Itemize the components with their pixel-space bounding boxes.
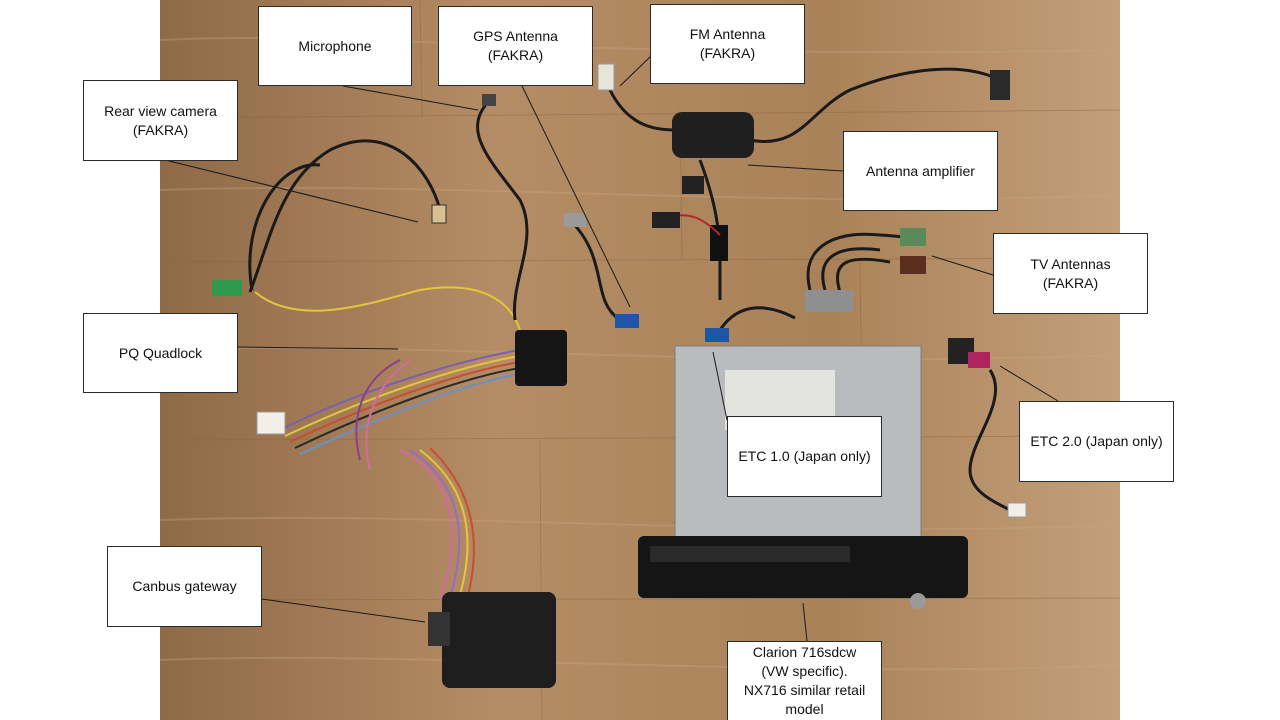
fm-plug	[990, 70, 1010, 100]
label-head-unit: Clarion 716sdcw (VW specific). NX716 sim…	[727, 641, 882, 720]
etc2-magenta-connector	[968, 352, 990, 368]
label-antenna-amplifier-text: Antenna amplifier	[866, 162, 975, 179]
rear-camera-connector	[431, 204, 447, 224]
label-rear-camera-text: Rear view camera (FAKRA)	[104, 102, 217, 138]
quadlock-wires	[279, 349, 521, 471]
microphone-plug	[482, 94, 496, 106]
tv-brown-connector	[900, 256, 926, 274]
canbus-gateway-box	[442, 592, 556, 688]
label-rear-camera: Rear view camera (FAKRA)	[83, 80, 238, 161]
gps-connector	[564, 213, 586, 227]
canbus-connector	[428, 612, 450, 646]
label-pq-quadlock: PQ Quadlock	[83, 313, 238, 393]
gps-blue-connector	[615, 314, 639, 328]
label-etc1-text: ETC 1.0 (Japan only)	[738, 448, 871, 464]
label-pq-quadlock-text: PQ Quadlock	[118, 344, 203, 361]
label-antenna-amplifier: Antenna amplifier	[843, 131, 998, 211]
small-black-connector	[682, 176, 704, 194]
small-black-connector-2	[652, 212, 680, 228]
antenna-amplifier-body	[672, 112, 754, 158]
label-etc1: ETC 1.0 (Japan only)	[727, 416, 882, 497]
label-canbus-gateway: Canbus gateway	[107, 546, 262, 627]
etc2-cable	[968, 369, 1011, 512]
quadlock-connector	[515, 330, 567, 386]
label-fm-antenna: FM Antenna (FAKRA)	[650, 4, 805, 84]
etc2-white-plug	[1007, 502, 1027, 518]
label-etc2: ETC 2.0 (Japan only)	[1019, 401, 1174, 482]
tv-green-connector	[900, 228, 926, 246]
label-fm-antenna-text: FM Antenna (FAKRA)	[689, 26, 766, 61]
wiring-kit-photo	[160, 0, 1120, 720]
label-tv-antennas: TV Antennas (FAKRA)	[993, 233, 1148, 314]
label-microphone: Microphone	[258, 6, 412, 86]
label-head-unit-text: Clarion 716sdcw (VW specific). NX716 sim…	[743, 644, 866, 717]
label-etc2-text: ETC 2.0 (Japan only)	[1030, 433, 1163, 449]
white-harness-connector	[256, 411, 286, 435]
amplifier-inline-box	[710, 225, 728, 261]
label-gps-antenna: GPS Antenna (FAKRA)	[438, 6, 593, 86]
fm-white-connector	[597, 63, 615, 91]
label-tv-antennas-text: TV Antennas (FAKRA)	[1030, 255, 1111, 291]
microphone-cable	[476, 98, 529, 321]
tv-grey-connectors	[805, 290, 853, 312]
green-connector	[212, 280, 242, 296]
label-microphone-text: Microphone	[298, 37, 372, 54]
yellow-wire	[254, 286, 521, 331]
label-gps-antenna-text: GPS Antenna (FAKRA)	[473, 28, 558, 63]
label-canbus-gateway-text: Canbus gateway	[132, 578, 237, 594]
